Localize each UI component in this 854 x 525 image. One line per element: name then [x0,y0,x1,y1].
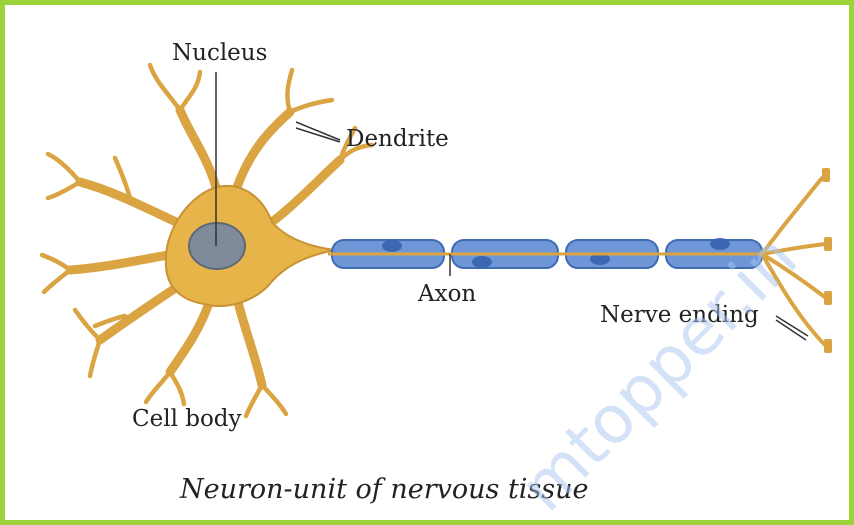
label-axon: Axon [417,281,476,307]
label-cell-body: Cell body [132,406,242,432]
nucleus [189,223,245,269]
label-nucleus: Nucleus [172,40,267,66]
label-dendrite: Dendrite [346,126,449,152]
synaptic-knobs [822,168,832,353]
